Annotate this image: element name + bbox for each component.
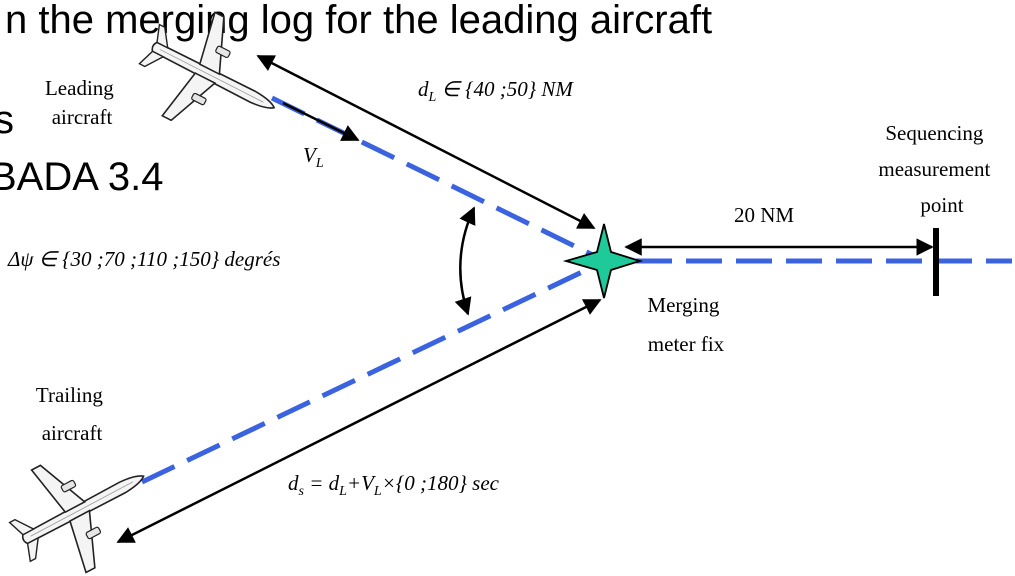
speed-VL-arrow (282, 101, 360, 142)
leading-aircraft-label: Leading aircraft (45, 76, 119, 129)
trailing-airplane-icon (0, 424, 172, 576)
dL-formula: dL ∈ {40 ;50} NM (418, 77, 574, 105)
VL-formula: VL (303, 143, 324, 171)
merging-fix-label: Merging meter fix (647, 293, 724, 356)
merge-fix-star-icon (562, 223, 644, 299)
trailing-aircraft-label: Trailing aircraft (36, 383, 108, 445)
slide-title-fragment: n the merging log for the leading aircra… (5, 0, 712, 42)
ds-formula: ds = dL+VL×{0 ;180} sec (288, 471, 500, 499)
distance-ds-arrow (116, 298, 602, 544)
heading-range-formula: Δψ ∈ {30 ;70 ;110 ;150} degrés (7, 247, 280, 271)
slide-bada-fragment: BADA 3.4 (0, 155, 163, 199)
sequencing-point-label: Sequencing measurement point (878, 121, 995, 217)
distance-dL-arrow (256, 54, 596, 230)
slide-bullet-fragment: s (0, 98, 14, 142)
trailing-route-line (140, 259, 605, 485)
distance-20nm-label: 20 NM (734, 203, 794, 227)
heading-angle-arrow (454, 206, 476, 316)
